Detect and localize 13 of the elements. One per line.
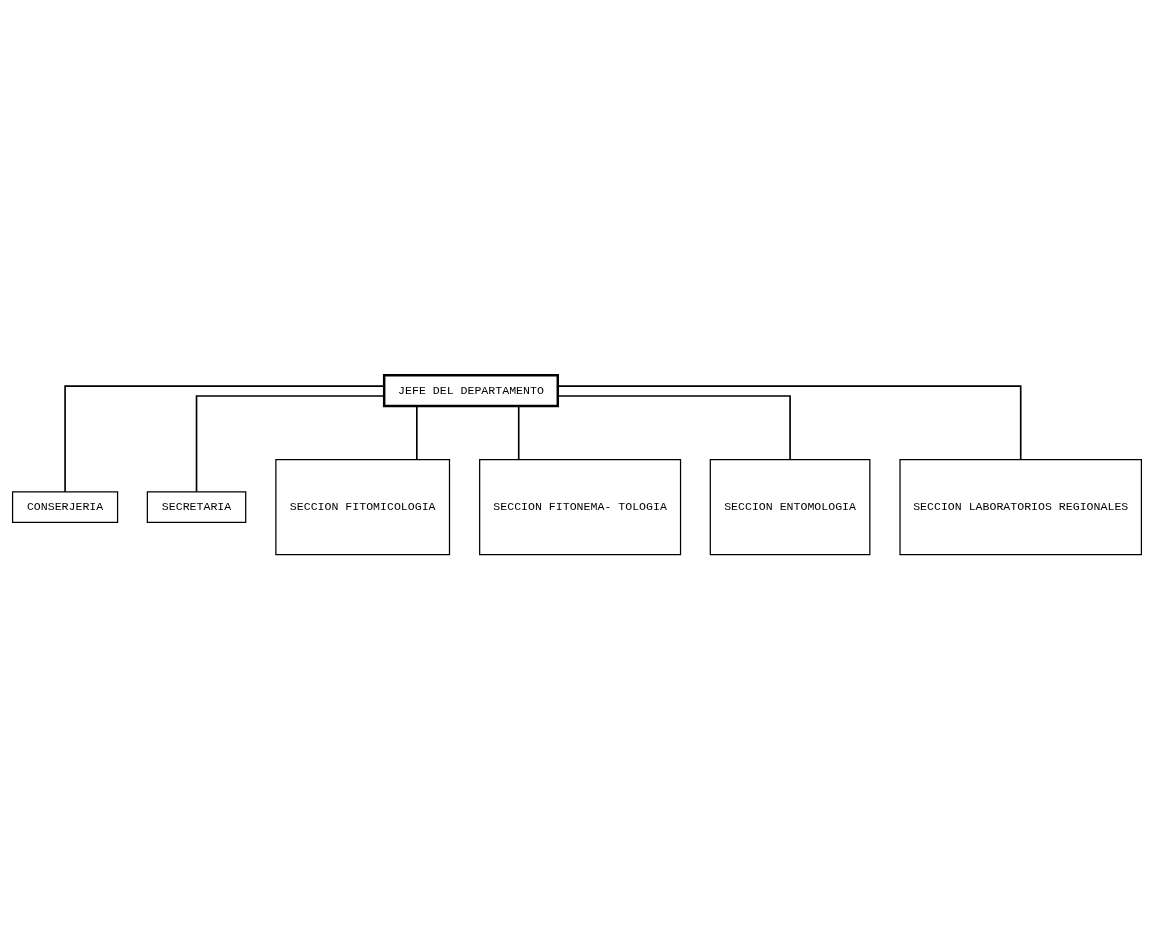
connector bbox=[557, 395, 791, 461]
connector bbox=[64, 385, 385, 493]
connector bbox=[517, 405, 520, 461]
node-box: JEFE DEL DEPARTAMENTO bbox=[382, 374, 559, 408]
node-box: SECCION ENTOMOLOGIA bbox=[709, 459, 871, 556]
connector bbox=[195, 395, 385, 493]
node-box: CONSERJERIA bbox=[11, 491, 119, 524]
node-box: SECCION FITONEMA- TOLOGIA bbox=[479, 459, 682, 556]
connector bbox=[416, 405, 418, 461]
node-box: SECRETARIA bbox=[146, 491, 247, 524]
node-box: SECCION LABORATORIOS REGIONALES bbox=[899, 459, 1143, 556]
connector bbox=[556, 385, 1022, 461]
node-box: SECCION FITOMICOLOGIA bbox=[275, 459, 451, 556]
